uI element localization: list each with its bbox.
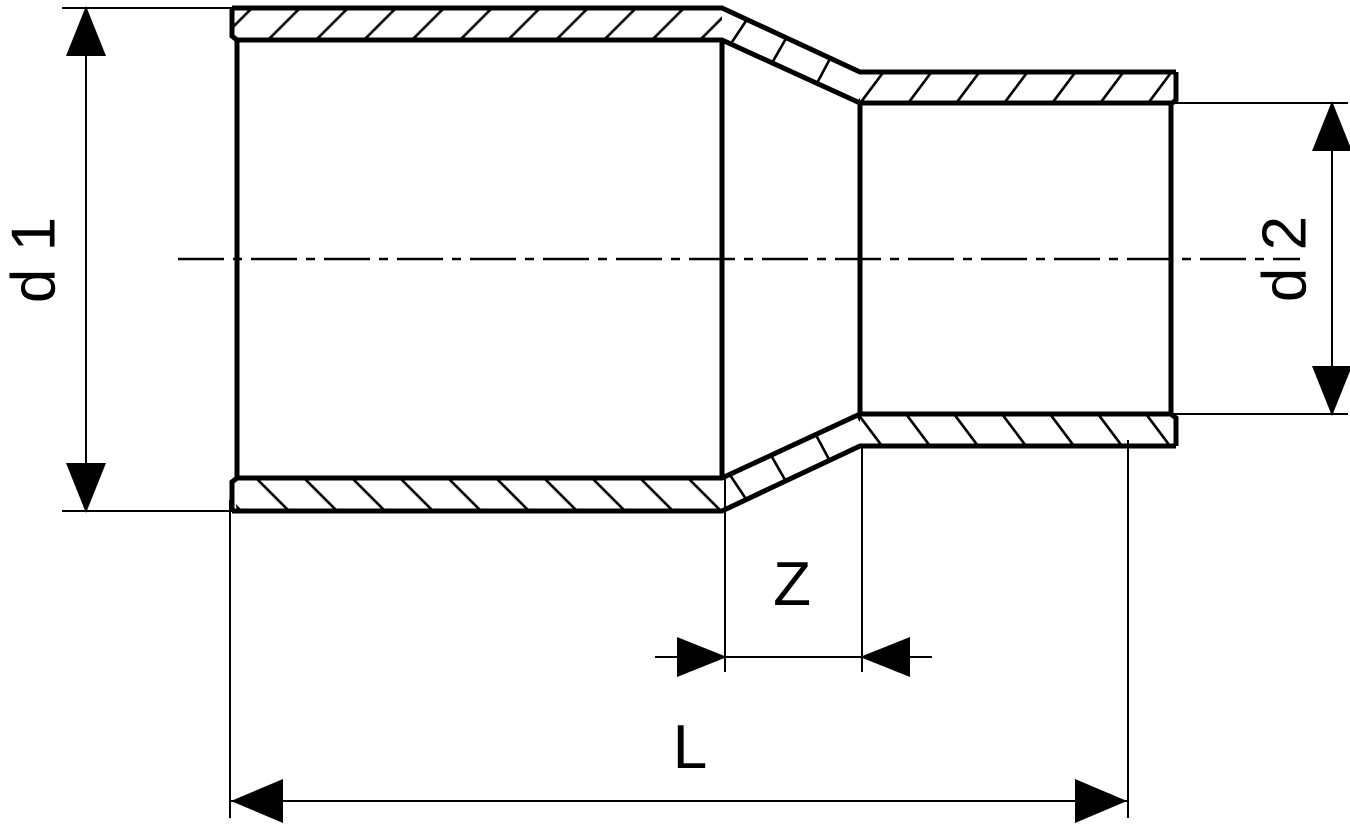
l-arrow-right	[1075, 779, 1127, 823]
l-label: L	[673, 713, 707, 782]
section-hatching-bottom-small	[860, 414, 1176, 446]
z-arrow-left	[677, 637, 727, 677]
dimension-l: L	[229, 440, 1129, 823]
z-arrow-right	[860, 637, 910, 677]
d1-arrow-bottom	[66, 463, 106, 513]
d1-arrow-top	[66, 6, 106, 56]
section-hatching-top-small	[860, 72, 1176, 103]
reducer-body-outline	[229, 5, 1179, 514]
z-label: Z	[773, 550, 811, 619]
d1-label: d 1	[0, 217, 68, 303]
dimension-z: Z	[655, 446, 932, 677]
d2-label: d 2	[1250, 216, 1319, 302]
dimension-d1: d 1	[0, 6, 300, 513]
d2-arrow-bottom	[1312, 366, 1350, 416]
dimension-d2: d 2	[1140, 101, 1350, 416]
l-arrow-left	[231, 779, 283, 823]
d2-arrow-top	[1312, 101, 1350, 151]
